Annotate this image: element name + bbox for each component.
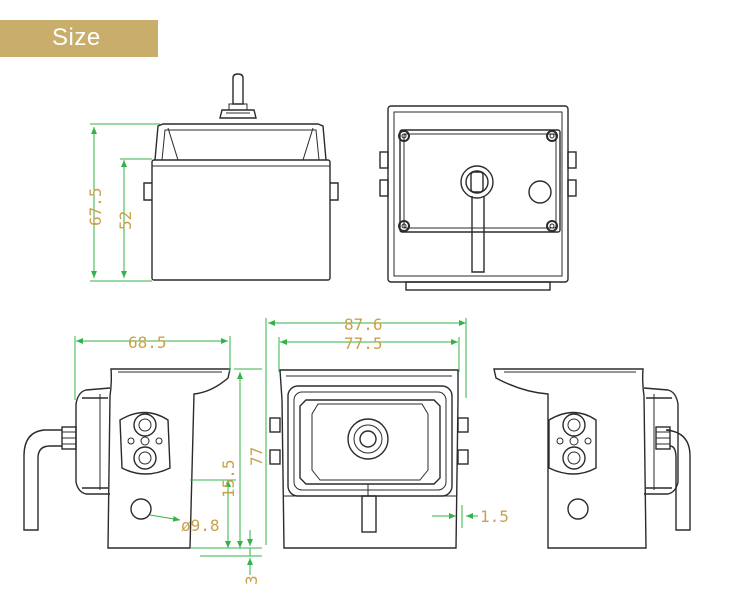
- dim-lens-offset: 15.5: [219, 459, 238, 498]
- dim-bezel-step: 1.5: [480, 507, 509, 526]
- dim-total-width: 87.6: [344, 315, 383, 334]
- side-view-right: [493, 368, 691, 549]
- front-view: 87.6 77.5 77 1.5: [247, 315, 509, 549]
- banner-title: Size: [52, 24, 101, 51]
- dim-body-width: 77.5: [344, 334, 383, 353]
- size-banner: Size: [0, 20, 158, 57]
- dim-body-height: 52: [116, 211, 135, 230]
- dim-side-depth: 68.5: [128, 333, 167, 352]
- dim-total-height: 67.5: [86, 187, 105, 226]
- dim-hole-diameter: ø9.8: [181, 516, 220, 535]
- dim-front-height: 77: [247, 447, 266, 466]
- dim-base-gap: 3: [242, 575, 261, 585]
- side-view-left: 68.5 15.5 ø9.8 3: [23, 333, 262, 585]
- top-view: 67.5 52: [86, 73, 339, 282]
- rear-view: [379, 105, 577, 291]
